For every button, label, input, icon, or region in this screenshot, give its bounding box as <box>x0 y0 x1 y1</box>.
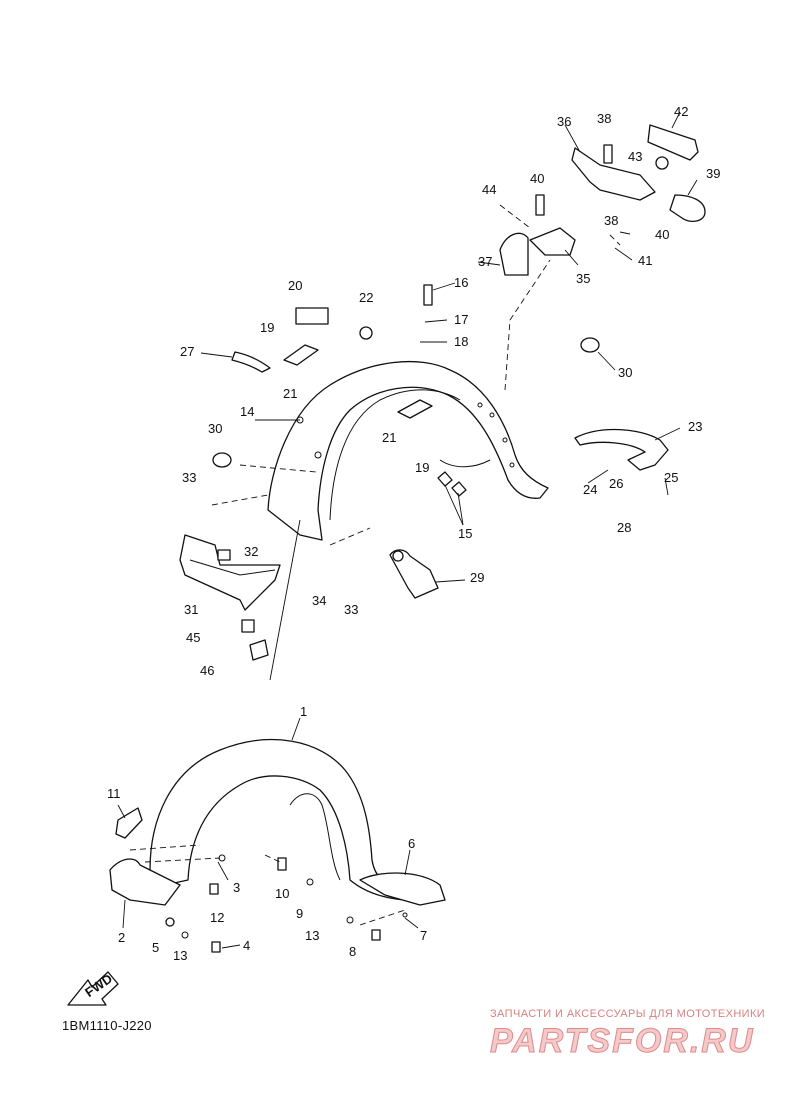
callout-number: 12 <box>210 910 224 925</box>
callout-number: 40 <box>530 171 544 186</box>
callout-number: 24 <box>583 482 597 497</box>
front-hardware <box>165 854 408 953</box>
callout-number: 9 <box>296 906 303 921</box>
bracket-part-36 <box>571 147 656 201</box>
callout-number: 1 <box>300 704 307 719</box>
callout-number: 8 <box>349 944 356 959</box>
callout-number: 32 <box>244 544 258 559</box>
bracket-part-31 <box>179 534 281 611</box>
bolt-part-16 <box>423 284 433 306</box>
grab-bar-part-23 <box>574 428 669 471</box>
light-part-39 <box>669 194 706 223</box>
callout-number: 40 <box>655 227 669 242</box>
callout-number: 16 <box>454 275 468 290</box>
callout-number: 2 <box>118 930 125 945</box>
callout-number: 45 <box>186 630 200 645</box>
reflector-part-15 <box>437 471 467 497</box>
callout-number: 14 <box>240 404 254 419</box>
fwd-arrow-icon: FWD <box>67 971 119 1006</box>
callout-number: 13 <box>173 948 187 963</box>
callout-number: 15 <box>458 526 472 541</box>
diagram-code: 1BM1110-J220 <box>62 1018 152 1033</box>
callout-numbers: 1234567891011121313141516171819192021212… <box>107 104 720 963</box>
callout-number: 3 <box>233 880 240 895</box>
callout-number: 30 <box>618 365 632 380</box>
watermark-logo: PARTSFOR.RU <box>489 1022 755 1061</box>
bracket-part-2 <box>109 858 181 906</box>
stay-part-29 <box>389 549 439 599</box>
callout-number: 19 <box>415 460 429 475</box>
clamp-part-22 <box>359 326 373 340</box>
pad-part-20 <box>295 307 329 325</box>
callout-number: 11 <box>107 786 121 801</box>
plate-part-42 <box>647 124 699 161</box>
tape-part-46 <box>249 639 269 661</box>
callout-number: 43 <box>628 149 642 164</box>
nut-part-43 <box>655 156 669 170</box>
callout-number: 21 <box>283 386 297 401</box>
watermark-tagline: ЗАПЧАСТИ И АКСЕССУАРЫ ДЛЯ МОТОТЕХНИКИ <box>490 1008 766 1020</box>
callout-number: 19 <box>260 320 274 335</box>
cover-part-37 <box>499 232 529 276</box>
taillight-bracket-part-35 <box>529 227 576 256</box>
callout-number: 38 <box>597 111 611 126</box>
callout-number: 28 <box>617 520 631 535</box>
callout-number: 25 <box>664 470 678 485</box>
callout-number: 33 <box>344 602 358 617</box>
rear-fender-part-14 <box>267 361 549 541</box>
strip-part-27 <box>231 351 271 373</box>
callout-number: 27 <box>180 344 194 359</box>
callout-number: 39 <box>706 166 720 181</box>
guard-part-6 <box>359 872 446 906</box>
callout-number: 22 <box>359 290 373 305</box>
callout-number: 23 <box>688 419 702 434</box>
emblem-part-11 <box>115 807 143 839</box>
callout-number: 21 <box>382 430 396 445</box>
leader-lines <box>117 111 698 949</box>
callout-number: 46 <box>200 663 214 678</box>
callout-number: 5 <box>152 940 159 955</box>
callout-number: 41 <box>638 253 652 268</box>
callout-number: 20 <box>288 278 302 293</box>
callout-number: 33 <box>182 470 196 485</box>
damper-part-19b <box>397 399 433 419</box>
callout-number: 17 <box>454 312 468 327</box>
bolt-part-38 <box>603 144 613 164</box>
bolt-part-40 <box>535 194 545 216</box>
assembly-lines <box>129 204 621 926</box>
callout-number: 34 <box>312 593 326 608</box>
damper-part-19 <box>283 344 319 366</box>
callout-number: 30 <box>208 421 222 436</box>
callout-number: 26 <box>609 476 623 491</box>
grommet-part-30b <box>580 337 600 353</box>
callout-number: 36 <box>557 114 571 129</box>
callout-number: 13 <box>305 928 319 943</box>
callout-number: 7 <box>420 928 427 943</box>
hardware-small-parts <box>212 144 669 661</box>
callout-number: 18 <box>454 334 468 349</box>
callout-number: 42 <box>674 104 688 119</box>
callout-number: 29 <box>470 570 484 585</box>
callout-number: 6 <box>408 836 415 851</box>
callout-number: 38 <box>604 213 618 228</box>
clip-part-45 <box>241 619 255 633</box>
callout-number: 4 <box>243 938 250 953</box>
grommet-part-30 <box>212 452 232 468</box>
callout-number: 10 <box>275 886 289 901</box>
callout-number: 44 <box>482 182 496 197</box>
callout-number: 31 <box>184 602 198 617</box>
callout-number: 35 <box>576 271 590 286</box>
callout-number: 37 <box>478 254 492 269</box>
